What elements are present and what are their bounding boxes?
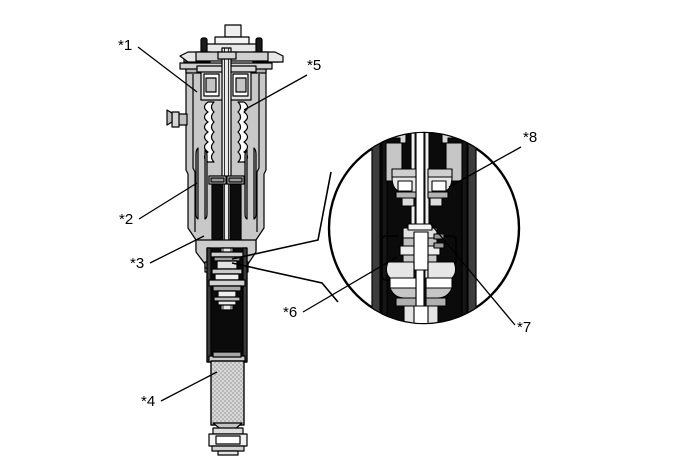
callout-leader-lines [137, 46, 522, 402]
callout-labels: *1 *2 *3 *4 *5 *6 *7 *8 [118, 37, 537, 410]
main-strut-assembly [166, 24, 284, 456]
leader-1 [137, 46, 198, 93]
leader-8 [448, 146, 522, 188]
callout-label-5: *5 [307, 57, 321, 74]
housing-inner-walls [192, 74, 260, 232]
callout-label-8: *8 [523, 129, 537, 146]
detail-lower-piston [385, 261, 457, 307]
detail-view-circle [231, 131, 521, 325]
leader-6 [302, 256, 398, 313]
upper-seal-assembly [196, 65, 257, 101]
leader-3 [149, 235, 205, 264]
callout-label-7: *7 [517, 319, 531, 336]
top-cap-block [205, 24, 261, 55]
housing-slots [195, 147, 257, 220]
leader-4 [160, 371, 218, 402]
callout-label-3: *3 [130, 255, 144, 272]
leader-5 [243, 74, 308, 111]
callout-label-1: *1 [118, 37, 132, 54]
leader-7 [428, 221, 516, 326]
detail-rod-guide [403, 305, 439, 323]
callout-label-2: *2 [119, 211, 133, 228]
side-port-fitting [166, 109, 188, 128]
detail-connector-lines [231, 171, 339, 303]
dust-boot-bellows [203, 101, 249, 163]
detail-valve-spool [381, 223, 457, 281]
detail-upper-piston [391, 168, 453, 207]
callout-label-6: *6 [283, 304, 297, 321]
callout-label-4: *4 [141, 393, 155, 410]
lower-textured-tube [210, 360, 245, 432]
piston-valve-stack [208, 251, 246, 306]
leader-2 [138, 182, 198, 220]
bottom-end-fitting [208, 427, 248, 456]
